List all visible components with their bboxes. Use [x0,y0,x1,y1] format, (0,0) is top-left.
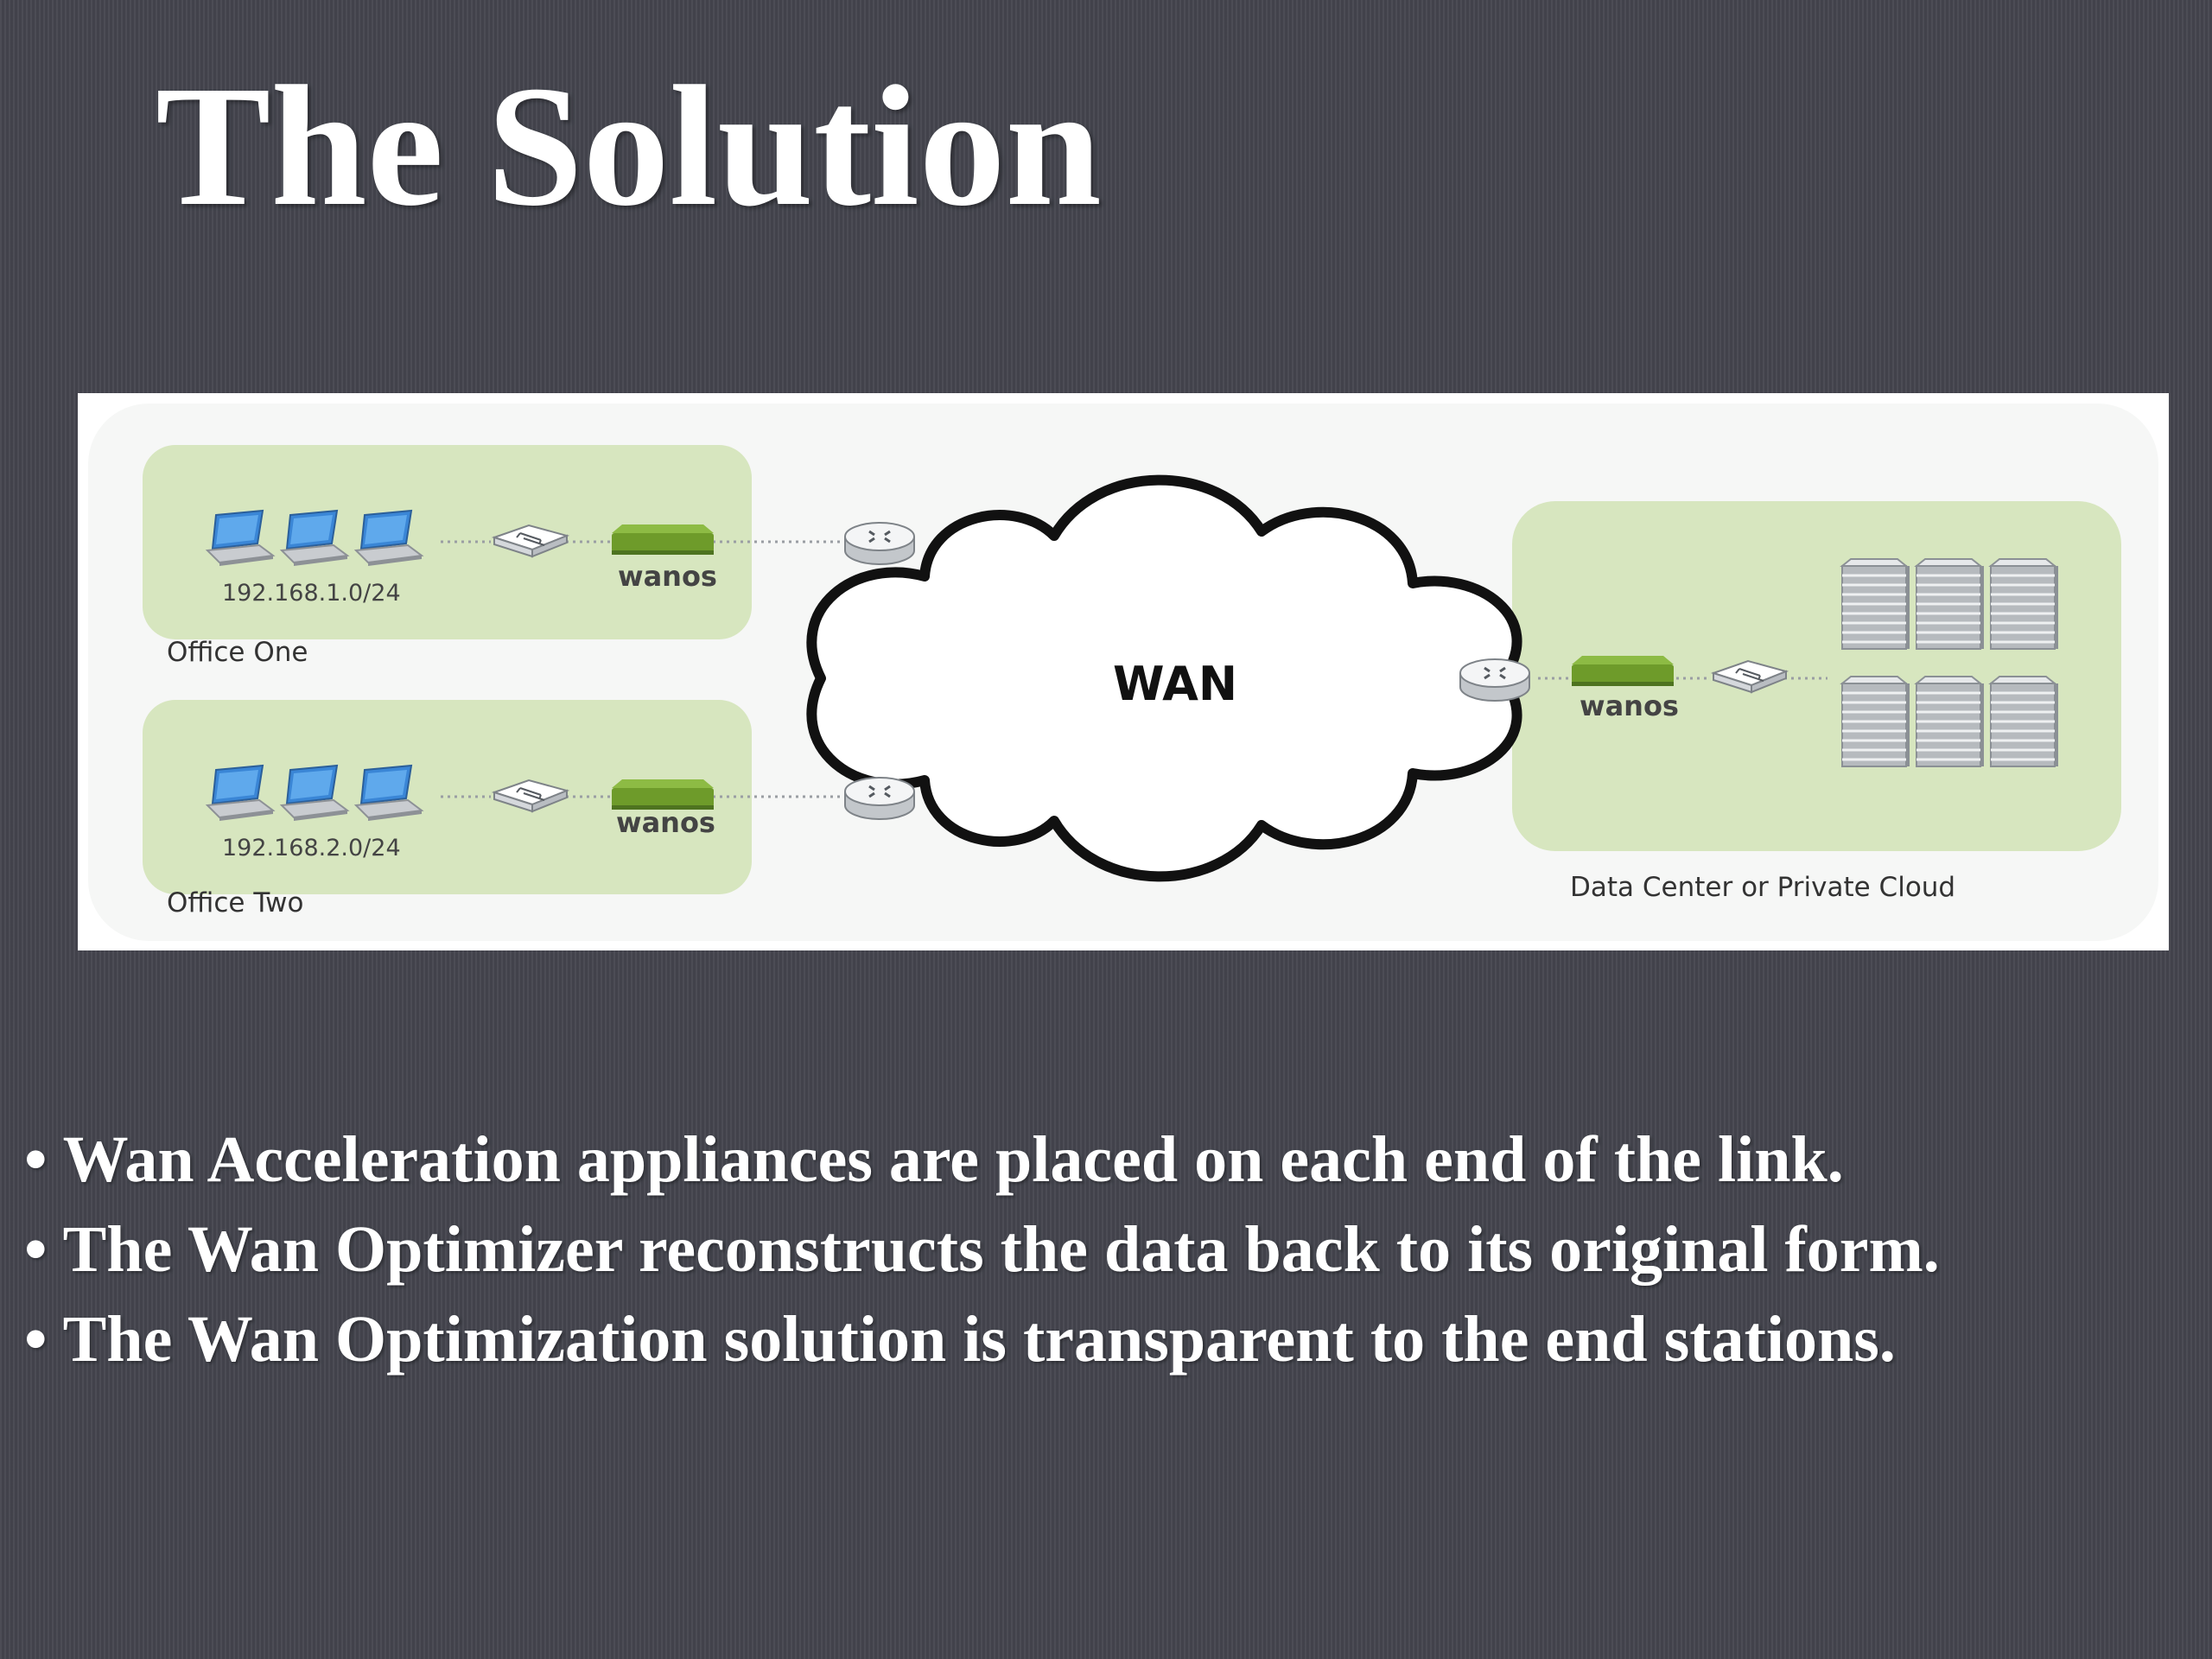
data-center-label: Data Center or Private Cloud [1570,872,1955,903]
bullet-list: •Wan Acceleration appliances are placed … [24,1115,2193,1384]
bullet-text: The Wan Optimization solution is transpa… [62,1303,1896,1376]
server-rack-icon [1989,557,2060,651]
bullet-dot: • [24,1213,48,1286]
office-one-wanos-label: wanos [618,560,717,593]
slide-title: The Solution [156,51,1102,242]
bullet-item: •The Wan Optimizer reconstructs the data… [24,1205,2193,1294]
office-two-zone [143,700,752,894]
office-one-label: Office One [167,637,308,668]
server-rack-icon [1840,557,1911,651]
bullet-dot: • [24,1303,48,1376]
server-rack-icon [1989,675,2060,768]
bullet-text: Wan Acceleration appliances are placed o… [62,1123,1844,1196]
office-one-subnet: 192.168.1.0/24 [222,580,401,607]
router-icon [843,521,916,566]
server-rack-icon [1915,557,1986,651]
bullet-item: •The Wan Optimization solution is transp… [24,1294,2193,1384]
server-rack-icon [1840,675,1911,768]
data-center-wanos-label: wanos [1580,690,1679,722]
office-two-subnet: 192.168.2.0/24 [222,835,401,861]
wanos-appliance-icon [1572,656,1674,686]
server-rack-icon [1915,675,1986,768]
network-diagram-svg: WAN 192.168.1.0/24 wanos Office One 192.… [88,404,2158,941]
bullet-dot: • [24,1123,48,1196]
router-icon [1459,658,1531,702]
bullet-text: The Wan Optimizer reconstructs the data … [62,1213,1940,1286]
network-links [441,540,1827,798]
office-one-zone [143,445,752,639]
wan-label: WAN [1113,657,1237,711]
wanos-appliance-icon [612,779,714,810]
office-two-label: Office Two [167,887,303,918]
router-icon [843,776,916,821]
network-diagram: WAN 192.168.1.0/24 wanos Office One 192.… [78,393,2169,950]
bullet-item: •Wan Acceleration appliances are placed … [24,1115,2193,1205]
wanos-appliance-icon [612,524,714,555]
office-two-wanos-label: wanos [616,806,715,839]
